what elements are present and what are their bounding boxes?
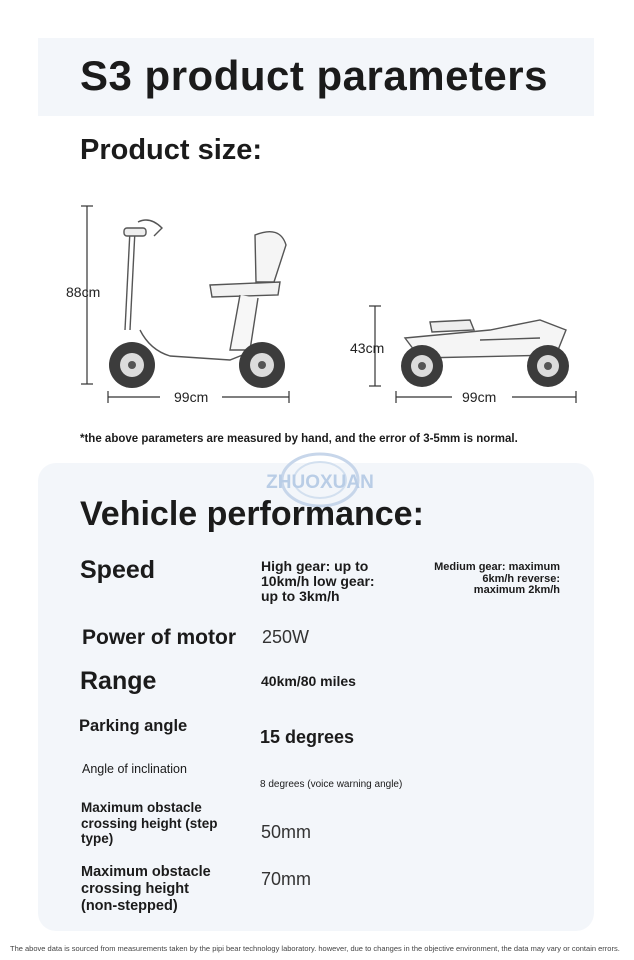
unfolded-scooter-diagram xyxy=(81,205,290,403)
folded-length-dimension-line xyxy=(395,391,577,403)
obstacle-step-label: Maximum obstacle crossing height (step t… xyxy=(81,800,218,846)
measurement-note: *the above parameters are measured by ha… xyxy=(80,433,518,445)
inclination-value: 8 degrees (voice warning angle) xyxy=(260,779,403,790)
title-banner xyxy=(38,38,594,116)
rear-wheel xyxy=(239,342,285,388)
unfolded-height-label: 88cm xyxy=(66,284,101,300)
parking-angle-label: Parking angle xyxy=(79,717,188,735)
footer-disclaimer: The above data is sourced from measureme… xyxy=(10,944,620,953)
length-dimension-line xyxy=(107,391,290,403)
height-dimension-line xyxy=(81,205,93,385)
zhuoxuan-watermark-logo: ZHUOXUAN xyxy=(266,452,374,508)
performance-card xyxy=(38,463,594,931)
range-label: Range xyxy=(80,667,157,695)
folded-height-label: 43cm xyxy=(350,340,385,356)
speed-value: High gear: up to 10km/h low gear: up to … xyxy=(261,558,375,604)
motor-power-label: Power of motor xyxy=(82,626,237,649)
motor-power-value: 250W xyxy=(262,627,310,647)
obstacle-nonstep-value: 70mm xyxy=(261,869,312,889)
folded-front-wheel xyxy=(401,345,443,387)
speed-extra-value: Medium gear: maximum 6km/h reverse: maxi… xyxy=(434,561,560,596)
scooter-folded xyxy=(403,319,567,359)
performance-heading: Vehicle performance: xyxy=(80,495,424,533)
folded-rear-wheel xyxy=(527,345,569,387)
obstacle-nonstep-label: Maximum obstacle crossing height (non-st… xyxy=(81,864,211,914)
front-wheel xyxy=(109,342,155,388)
folded-scooter-diagram xyxy=(369,305,577,403)
parking-angle-value: 15 degrees xyxy=(260,727,355,747)
obstacle-step-value: 50mm xyxy=(261,822,312,842)
inclination-label: Angle of inclination xyxy=(82,762,187,776)
page-title: S3 product parameters xyxy=(80,52,548,99)
range-value: 40km/80 miles xyxy=(261,673,356,689)
scooter-unfolded xyxy=(123,219,287,361)
product-size-heading: Product size: xyxy=(80,134,263,166)
watermark-text: ZHUOXUAN xyxy=(266,472,374,493)
unfolded-length-label: 99cm xyxy=(174,389,209,405)
folded-length-label: 99cm xyxy=(462,389,497,405)
folded-height-dimension-line xyxy=(369,305,381,387)
speed-label: Speed xyxy=(80,556,156,584)
